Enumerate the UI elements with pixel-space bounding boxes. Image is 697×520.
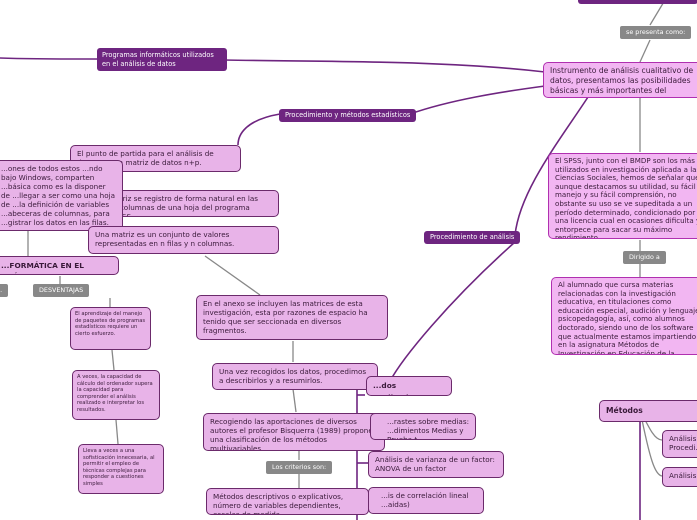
correlation-node[interactable]: ...is de correlación lineal ...aidas) (368, 487, 484, 514)
students-node[interactable]: Al alumnado que cursa materias relaciona… (551, 277, 697, 355)
advantages-label[interactable]: ... (0, 284, 8, 297)
presented-as-label[interactable]: se presenta como: (620, 26, 692, 39)
variance-node[interactable]: Análisis de varianza de un factor: ANOVA… (368, 451, 504, 478)
matrix-def-node[interactable]: Una matriz es un conjunto de valores rep… (88, 226, 279, 254)
programs-tag[interactable]: Programas informáticos utilizados en el … (97, 48, 227, 71)
windows-node[interactable]: ...ones de todos estos ...ndo bajo Windo… (0, 160, 123, 231)
disadvantages-label[interactable]: DESVENTAJAS (33, 284, 90, 297)
explicative-methods-title[interactable]: ...dos explicativos (366, 376, 452, 396)
disadvantage-1[interactable]: El aprendizaje del manejo de paquetes de… (70, 307, 151, 350)
descriptive-methods-title[interactable]: Métodos descriptivos (599, 400, 697, 422)
matrix-record-node[interactable]: ...triz se registro de forma natural en … (96, 190, 279, 217)
central-node[interactable]: Instrumento de análisis cualitativo de d… (543, 62, 697, 98)
procedures-tag[interactable]: Procedimiento y métodos estadísticos (279, 109, 417, 122)
criteria-label[interactable]: Los criterios son: (266, 461, 333, 474)
contrasts-node[interactable]: ...rastes sobre medias: ...dimientos Med… (370, 413, 476, 440)
spss-node[interactable]: El SPSS, junto con el BMDP son los más u… (548, 153, 697, 239)
informatics-title[interactable]: ...FORMÁTICA EN EL ANÁLISIS (0, 256, 119, 275)
analysis-procedure-tag[interactable]: Procedimiento de análisis (424, 231, 521, 244)
annex-node[interactable]: En el anexo se incluyen las matrices de … (196, 295, 388, 340)
methods-node[interactable]: Métodos descriptivos o explicativos, núm… (206, 488, 369, 515)
collected-node[interactable]: Una vez recogidos los datos, procedimos … (212, 363, 378, 390)
disadvantage-3[interactable]: Lleva a veces a una sofisticación innece… (78, 444, 164, 494)
descriptive-item-2[interactable]: Análisis... (662, 467, 697, 487)
directed-to-label[interactable]: Dirigido a (623, 251, 666, 264)
bisquerra-node[interactable]: Recogiendo las aportaciones de diversos … (203, 413, 385, 451)
disadvantage-2[interactable]: A veces, la capacidad de cálculo del ord… (72, 370, 160, 420)
descriptive-item-1[interactable]: Análisis... Procedi... (662, 430, 697, 458)
top-root-tag[interactable] (578, 0, 697, 4)
